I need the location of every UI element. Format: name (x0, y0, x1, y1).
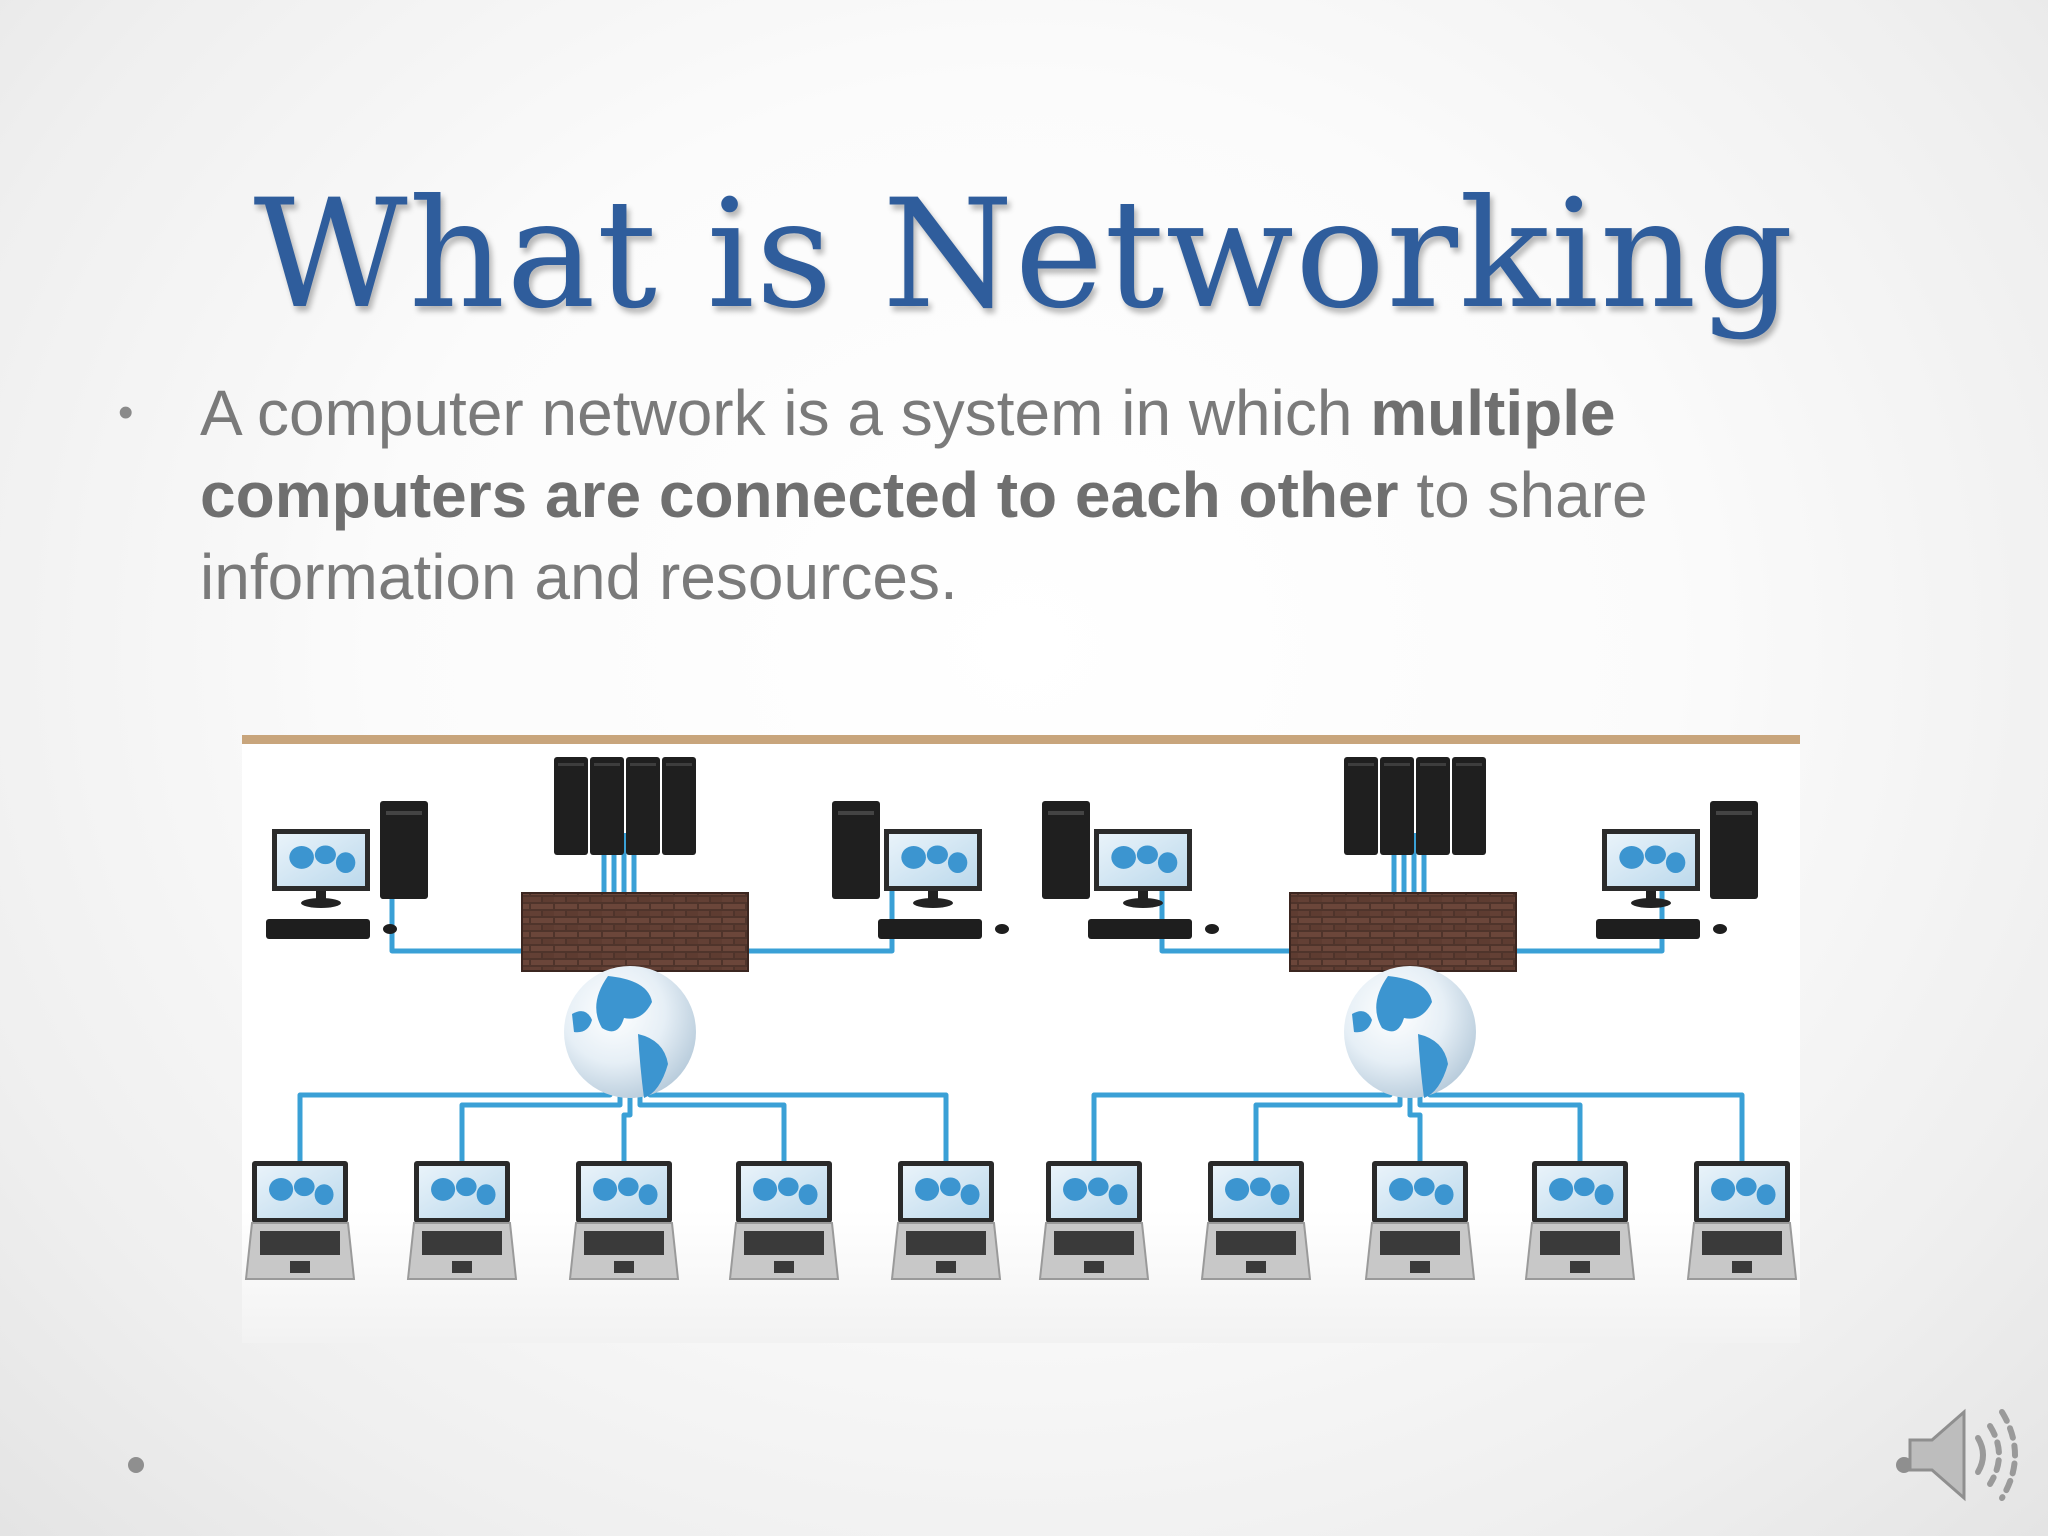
server-rack (554, 757, 696, 855)
globe-icon (564, 966, 696, 1098)
laptop-computer (728, 1161, 840, 1280)
laptop-computer (890, 1161, 1002, 1280)
laptop-computer (244, 1161, 356, 1280)
bullet-text-end: to share information and resources. (200, 459, 1648, 613)
bullet-item: • A computer network is a system in whic… (118, 372, 1818, 618)
bullet-text-bold: multiple computers are connected to each… (200, 377, 1616, 531)
laptop-computer (1686, 1161, 1798, 1280)
server-rack (1344, 757, 1486, 855)
laptop-computer (1524, 1161, 1636, 1280)
laptop-computer (1364, 1161, 1476, 1280)
speaker-icon[interactable] (1902, 1400, 2026, 1510)
bullet-marker: • (118, 388, 134, 437)
desktop-computer (1042, 801, 1219, 939)
slide-title: What is Networking (253, 168, 1795, 342)
globe-icon (1344, 966, 1476, 1098)
desktop-computer (1596, 801, 1758, 939)
firewall-wall (1289, 892, 1517, 972)
bullet-text-plain: A computer network is a system in which (200, 377, 1371, 449)
network-illustration (242, 735, 1800, 1343)
laptop-computer (406, 1161, 518, 1280)
desktop-computer (832, 801, 1009, 939)
laptop-computer (568, 1161, 680, 1280)
laptop-computer (1038, 1161, 1150, 1280)
footer-dot-left (128, 1457, 144, 1473)
firewall-wall (521, 892, 749, 972)
picture-top-border (242, 735, 1800, 744)
desktop-computer (266, 801, 428, 939)
laptop-computer (1200, 1161, 1312, 1280)
footer-dot-right (1896, 1457, 1912, 1473)
bullet-text: A computer network is a system in which … (200, 372, 1818, 618)
